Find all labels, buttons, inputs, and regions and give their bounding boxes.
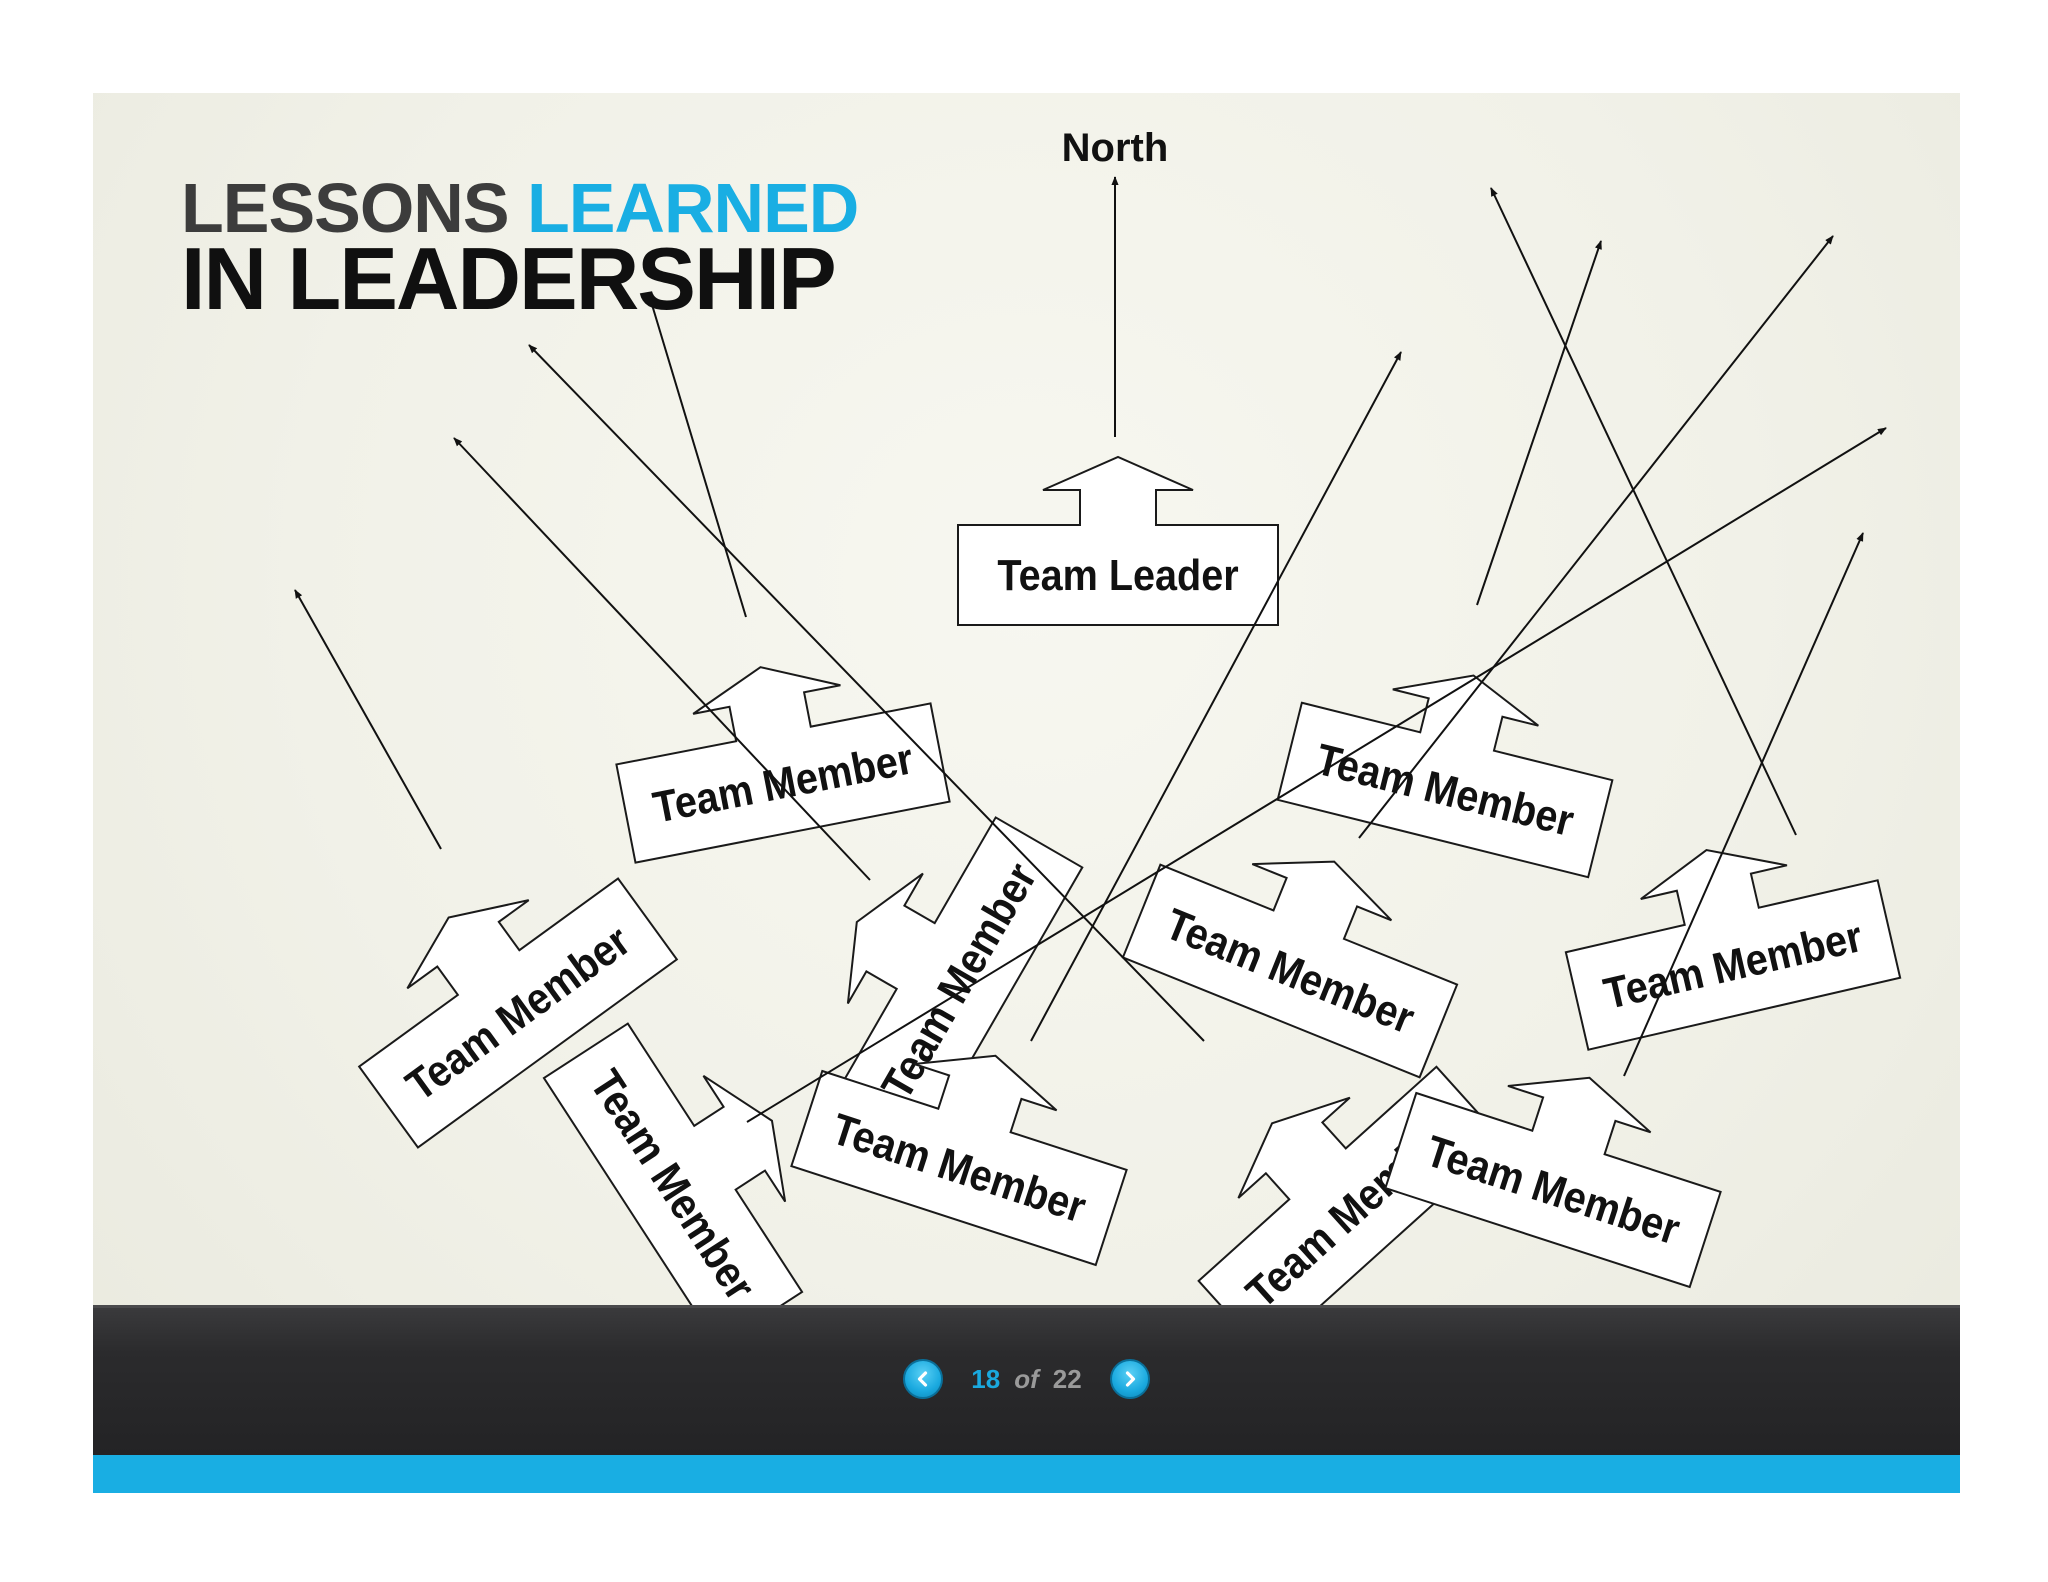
team-member-sign: Team Member [1276,635,1630,879]
direction-arrow [528,344,1205,1042]
team-member-sign: Team Member [1384,1027,1743,1288]
direction-arrow [1490,187,1797,836]
direction-arrow [453,437,871,881]
direction-arrow [1623,532,1864,1077]
team-member-sign: Team Member [1121,800,1484,1079]
total-page-count: 22 [1052,1363,1082,1394]
chevron-right-icon [1125,1371,1135,1387]
north-label: North [1062,126,1169,170]
direction-arrow [746,427,1887,1123]
direction-arrows [294,187,1887,1123]
direction-arrow [1358,235,1834,839]
title-line-2: IN LEADERSHIP [181,229,837,328]
chevron-left-icon [918,1371,928,1387]
direction-arrow [1476,240,1602,606]
team-member-sign: Team Member [1549,813,1902,1051]
direction-arrow [1030,351,1402,1042]
slide: LESSONS LEARNED IN LEADERSHIP North Team… [93,93,1960,1493]
page-of-label: of [1014,1363,1039,1394]
title-learned: LEARNED [526,169,859,247]
team-member-sign: Team Member [602,635,951,864]
footer-bar [93,1305,1960,1455]
title-lessons: LESSONS [181,169,510,247]
current-page-number: 18 [971,1363,1001,1394]
slide-footer: 18 of 22 [93,1305,1960,1493]
slide-title: LESSONS LEARNED IN LEADERSHIP [181,173,859,328]
prev-page-button[interactable] [903,1359,944,1399]
direction-arrow [648,297,747,618]
footer-accent-bar [93,1455,1960,1493]
team-leader-label: Team Leader [997,550,1238,599]
next-page-button[interactable] [1109,1359,1150,1399]
title-line-1: LESSONS LEARNED [181,173,859,243]
page-navigator: 18 of 22 [93,1357,1960,1401]
team-leader-sign: Team Leader [957,456,1279,626]
team-direction-diagram: North Team Leader Team Member Team Membe… [294,126,1902,1357]
direction-arrow [294,589,442,850]
